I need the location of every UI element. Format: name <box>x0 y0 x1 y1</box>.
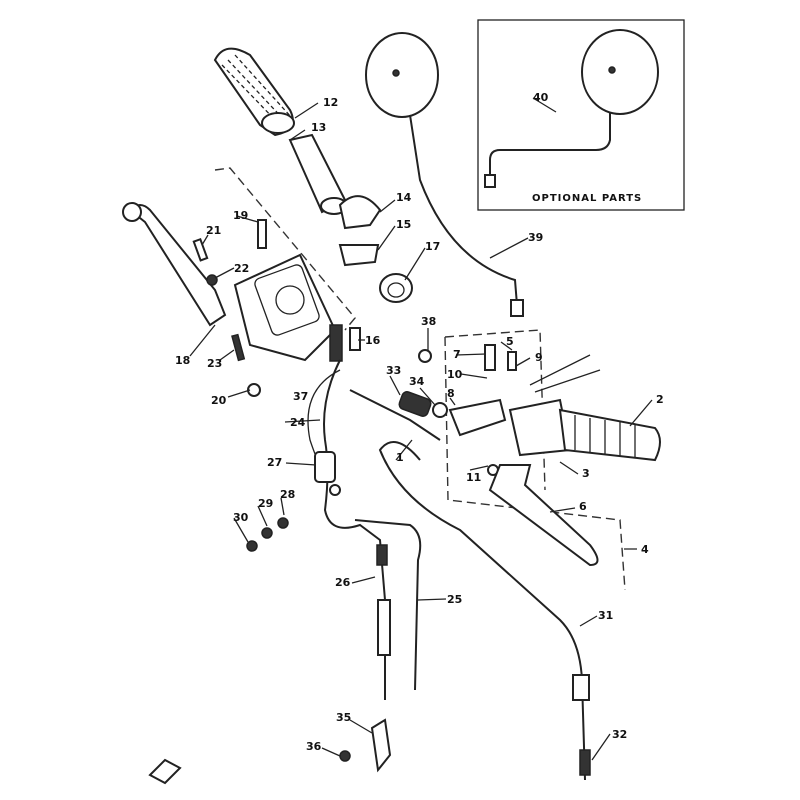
callout: 9 <box>535 351 543 364</box>
callout: 18 <box>175 354 190 367</box>
callout: 19 <box>233 209 248 222</box>
callout: 15 <box>396 218 411 231</box>
callout: 36 <box>306 740 322 753</box>
callout: 33 <box>386 364 401 377</box>
master-cylinder <box>233 253 337 362</box>
callout: 20 <box>211 394 227 407</box>
callout: 40 <box>533 91 549 104</box>
callout: 28 <box>280 488 295 501</box>
optional-mirror <box>484 29 659 188</box>
optional-parts-box <box>477 19 685 211</box>
callout: 26 <box>335 576 351 589</box>
callout: 21 <box>206 224 221 237</box>
left-lever <box>128 204 227 327</box>
callout: 13 <box>311 121 326 134</box>
callout: 2 <box>656 393 664 406</box>
callout: 29 <box>258 497 273 510</box>
callout: 31 <box>598 609 613 622</box>
throttle-pulley <box>379 273 413 303</box>
throttle-cap-lower <box>338 244 380 267</box>
callout: 5 <box>506 335 514 348</box>
callout: 25 <box>447 593 462 606</box>
callout: 34 <box>409 375 425 388</box>
callout: 27 <box>267 456 282 469</box>
callout: 14 <box>396 191 412 204</box>
callout: 7 <box>453 348 461 361</box>
callout: 32 <box>612 728 627 741</box>
callout: 38 <box>421 315 436 328</box>
callout: 37 <box>293 390 308 403</box>
callout: 10 <box>447 368 463 381</box>
callout: 23 <box>207 357 222 370</box>
callout: 17 <box>425 240 440 253</box>
clutch-cable <box>323 359 386 700</box>
callout: 24 <box>290 416 306 429</box>
optional-parts-label: OPTIONAL PARTS <box>532 193 642 204</box>
right-switch <box>508 398 572 457</box>
callout: 1 <box>396 451 404 464</box>
callout: 30 <box>233 511 249 524</box>
callout: 39 <box>528 231 543 244</box>
callout: 3 <box>582 467 590 480</box>
left-grip <box>213 47 348 215</box>
callout: 35 <box>336 711 351 724</box>
callout-labels: 12 13 14 15 17 16 19 21 22 18 23 20 37 2… <box>175 91 664 753</box>
right-lever <box>488 464 599 567</box>
brake-cable <box>378 441 586 781</box>
throttle-cap-upper <box>338 195 382 230</box>
throttle-cable <box>354 519 422 691</box>
mirror <box>365 32 524 317</box>
callout: 6 <box>579 500 587 513</box>
callout: 11 <box>466 471 481 484</box>
front-direction-arrow-icon <box>148 758 182 785</box>
callout: 22 <box>234 262 249 275</box>
callout: 8 <box>447 387 455 400</box>
callout: 12 <box>323 96 338 109</box>
callout: 16 <box>365 334 381 347</box>
callout: 4 <box>641 543 649 556</box>
